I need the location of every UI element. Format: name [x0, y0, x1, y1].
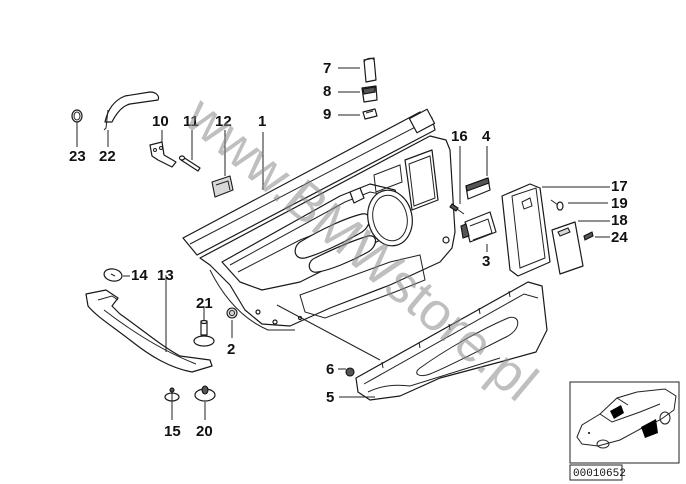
reference-number: 00010652: [573, 468, 626, 480]
callout-16[interactable]: 16: [451, 128, 468, 145]
part-9-clip[interactable]: [362, 108, 378, 120]
callout-7[interactable]: 7: [323, 60, 331, 77]
callout-3[interactable]: 3: [482, 253, 490, 270]
part-3-switch-housing[interactable]: [460, 211, 497, 243]
part-15-stud[interactable]: [164, 387, 180, 407]
callout-15[interactable]: 15: [164, 423, 181, 440]
part-6-nut[interactable]: [345, 367, 355, 377]
callout-5[interactable]: 5: [326, 389, 334, 406]
callout-17[interactable]: 17: [611, 178, 628, 195]
part-12-switch[interactable]: [211, 175, 234, 198]
part-22-pull-handle[interactable]: [103, 91, 160, 131]
callout-24[interactable]: 24: [611, 229, 628, 246]
callout-11[interactable]: 11: [183, 113, 199, 130]
callout-13[interactable]: 13: [157, 267, 174, 284]
callout-10[interactable]: 10: [152, 113, 169, 130]
callout-21[interactable]: 21: [196, 295, 213, 312]
part-17-frame[interactable]: [501, 183, 551, 277]
callout-2[interactable]: 2: [227, 341, 235, 358]
part-11-pin[interactable]: [178, 155, 201, 172]
part-16-screw[interactable]: [449, 203, 465, 215]
part-20-fastener[interactable]: [194, 385, 216, 402]
car-locator-icon: [576, 388, 677, 449]
part-21-bolt[interactable]: [193, 319, 215, 347]
part-7-cover[interactable]: [363, 57, 377, 83]
callout-14[interactable]: 14: [131, 267, 148, 284]
part-2-clip[interactable]: [226, 307, 238, 319]
callout-12[interactable]: 12: [215, 113, 232, 130]
part-10-bracket[interactable]: [149, 141, 177, 168]
callout-1[interactable]: 1: [258, 113, 266, 130]
callout-23[interactable]: 23: [69, 148, 86, 165]
part-19-screw[interactable]: [550, 199, 564, 211]
leader-lines: [76, 67, 610, 420]
locator-inset: 00010652: [569, 381, 680, 481]
part-18-cover-plate[interactable]: [551, 221, 584, 275]
callout-9[interactable]: 9: [323, 106, 331, 123]
part-23-cap[interactable]: [71, 109, 83, 123]
part-4-switch[interactable]: [465, 177, 491, 200]
part-14-clip[interactable]: [103, 268, 123, 283]
callout-6[interactable]: 6: [326, 361, 334, 378]
callout-4[interactable]: 4: [482, 128, 491, 145]
callout-labels: 1 2 3 4 5 6 7 8 9 10 11 12 13 14 15 16 1…: [69, 60, 628, 440]
callout-18[interactable]: 18: [611, 212, 628, 229]
callout-8[interactable]: 8: [323, 83, 331, 100]
part-1-door-trim-panel[interactable]: [182, 108, 456, 331]
part-8-housing[interactable]: [361, 85, 378, 103]
callout-19[interactable]: 19: [611, 195, 628, 212]
part-24-screw[interactable]: [583, 231, 594, 241]
callout-22[interactable]: 22: [99, 148, 116, 165]
part-13-trim-strip[interactable]: [85, 289, 213, 373]
callout-20[interactable]: 20: [196, 423, 213, 440]
